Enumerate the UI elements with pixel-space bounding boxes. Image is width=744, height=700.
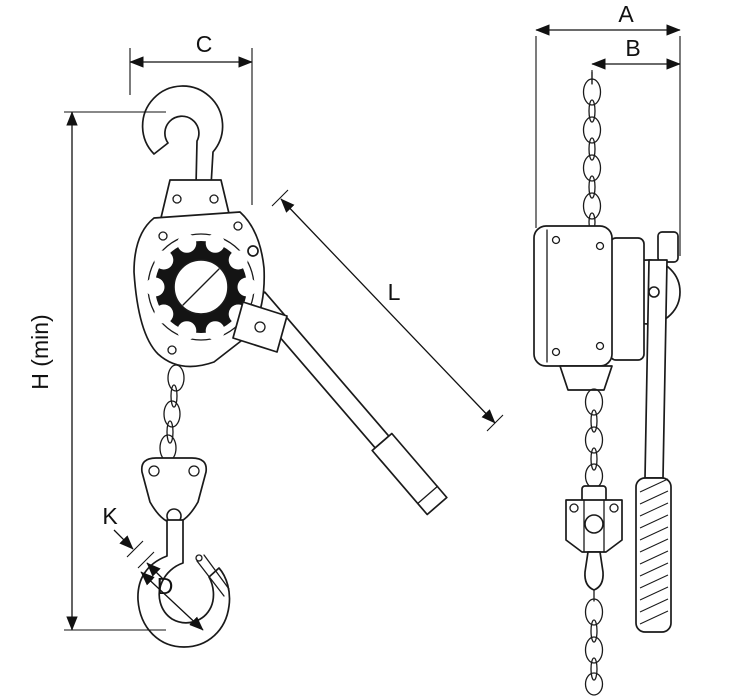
chain-guide <box>559 365 613 391</box>
grip-hatching <box>639 478 669 625</box>
side-chain-lower <box>584 388 604 489</box>
selector-bolt <box>254 321 266 333</box>
dim-label-a: A <box>618 1 634 27</box>
dim-label-l: L <box>388 279 401 305</box>
lever-grip <box>371 432 448 516</box>
gear-hub-keyline <box>182 268 220 306</box>
front-view <box>133 85 448 648</box>
dim-label-d: D <box>157 573 174 599</box>
body-bolt-2 <box>233 221 243 231</box>
lever-grip-band <box>417 485 439 504</box>
stop-knob <box>657 231 679 263</box>
bracket-bolt-right <box>209 194 219 204</box>
dim-label-h-min: H (min) <box>27 314 53 389</box>
dimension-annotations: C H (min) L K D A B <box>27 1 681 631</box>
gear-wheel <box>145 233 257 341</box>
side-lever-grip <box>635 477 672 633</box>
dim-l-tick-top <box>271 189 289 207</box>
hook-safety-latch <box>195 554 230 597</box>
dim-label-k: K <box>102 503 118 529</box>
pawl-knob <box>247 245 259 257</box>
slack-chain <box>584 598 604 696</box>
dim-k-arrow-1 <box>113 529 134 550</box>
housing-bolt-2 <box>551 347 561 357</box>
front-plate-side <box>609 237 645 361</box>
selector-plate <box>232 301 288 353</box>
dim-l-line <box>280 198 496 424</box>
body-bolt-1 <box>158 231 168 241</box>
block-bolt-right <box>188 465 200 477</box>
bracket-bolt-left <box>172 194 182 204</box>
housing-bolt-4 <box>595 341 605 351</box>
lever-pivot <box>648 286 660 298</box>
dim-k-tick-1 <box>126 540 144 558</box>
dim-k-tick-2 <box>137 551 155 569</box>
dim-label-c: C <box>196 31 213 57</box>
bottom-hook <box>137 519 231 648</box>
block-bolt-left <box>148 465 160 477</box>
dim-label-b: B <box>625 35 640 61</box>
dim-d-line <box>140 571 204 631</box>
side-chain-top <box>582 71 602 232</box>
side-hook-block <box>565 485 623 553</box>
side-view <box>533 71 681 696</box>
top-hook <box>141 85 224 187</box>
housing-bolt-3 <box>595 241 605 251</box>
body-bolt-4 <box>167 345 177 355</box>
side-hook-profile <box>584 551 604 591</box>
housing-bolt-1 <box>551 235 561 245</box>
gear-housing-side <box>533 225 613 367</box>
load-chain-front <box>159 364 185 462</box>
